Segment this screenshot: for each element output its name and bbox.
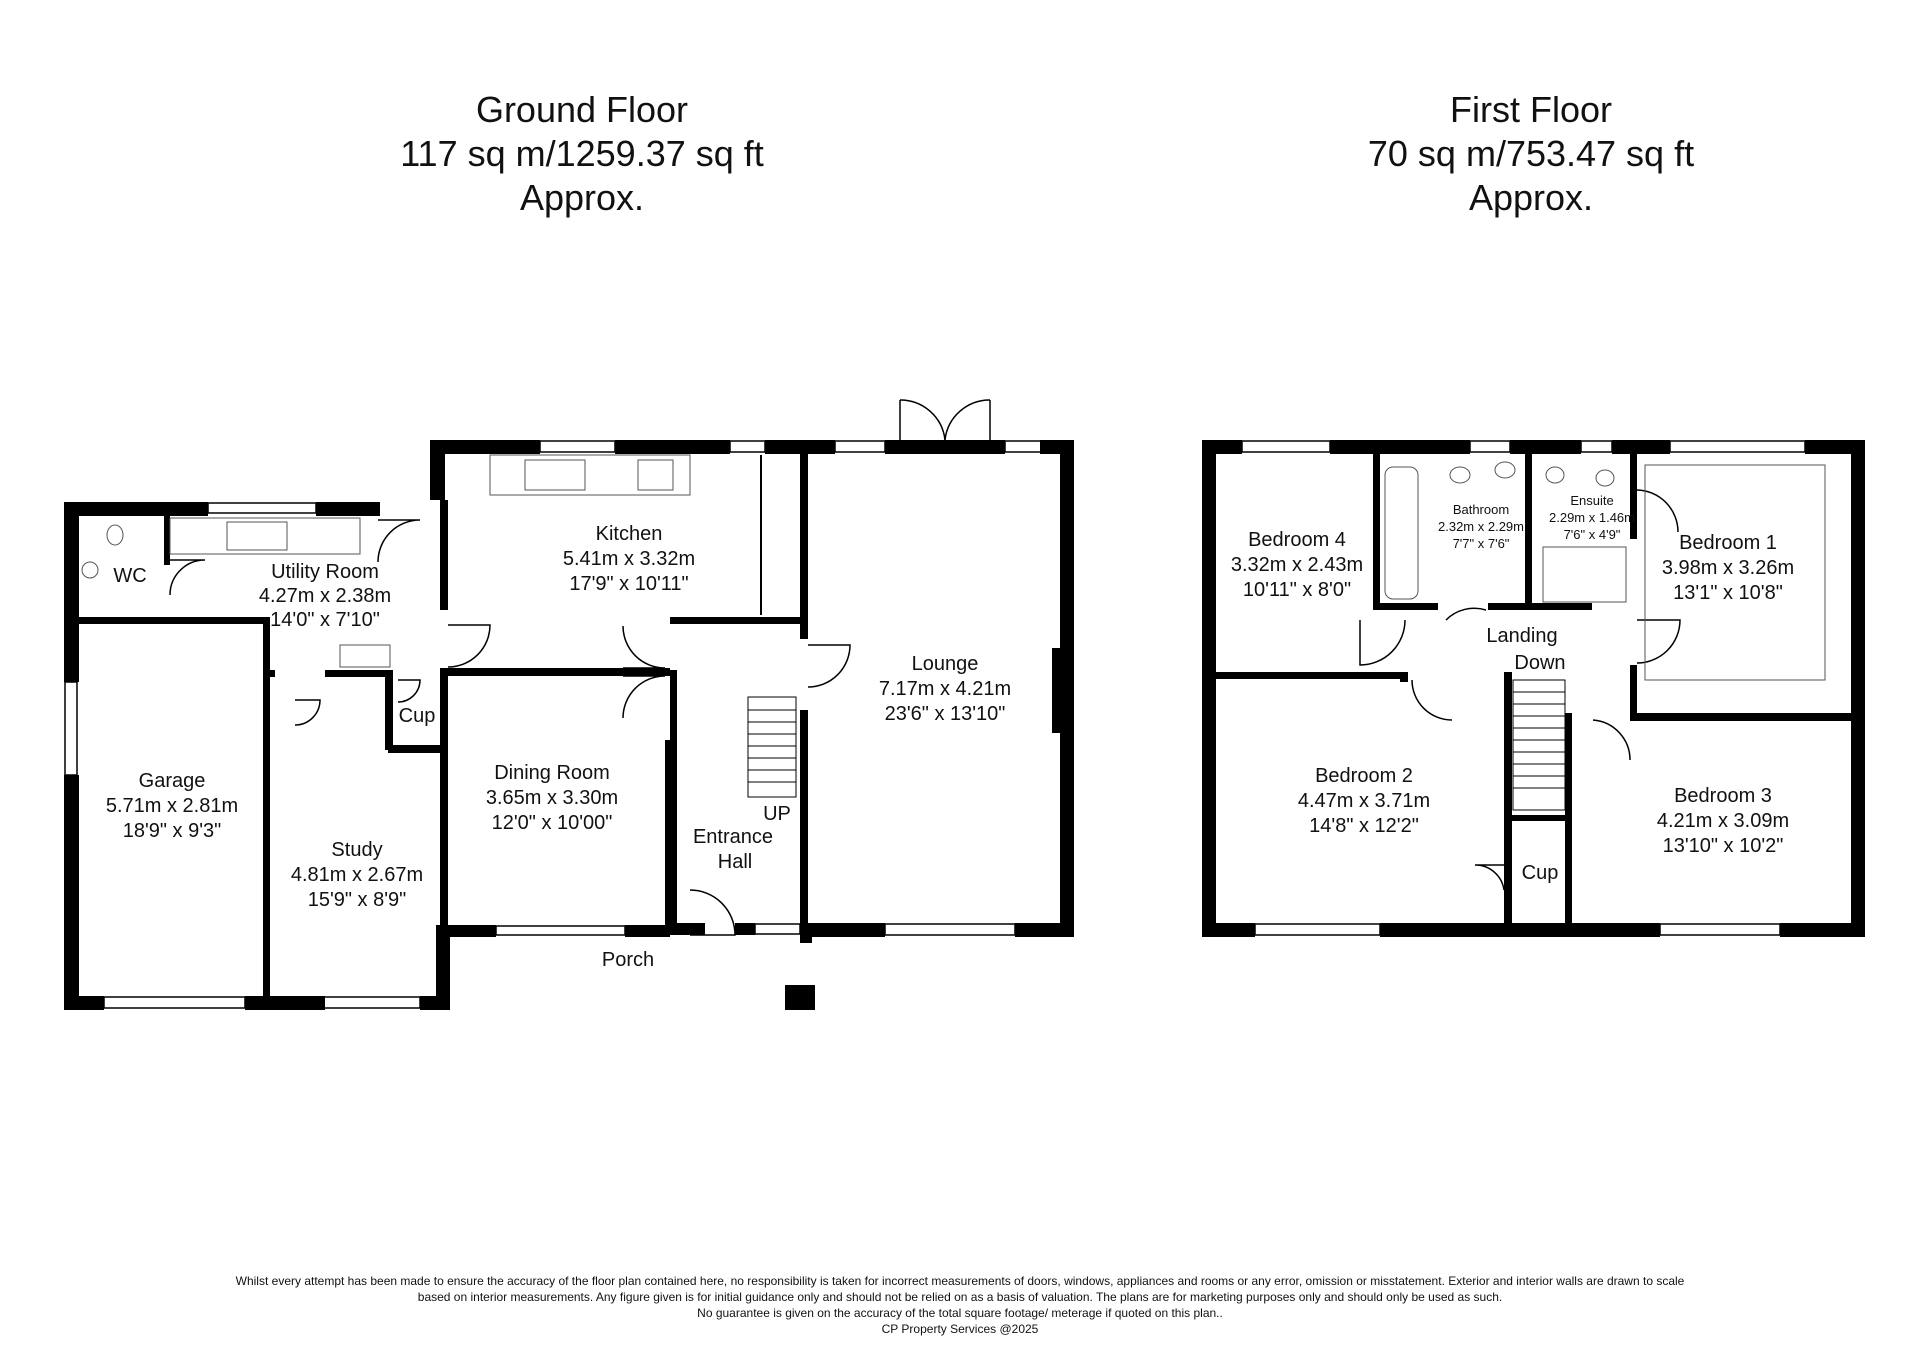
first-floor-stairs <box>1512 679 1566 811</box>
utility-room-imperial: 14'0" x 7'10" <box>270 609 380 631</box>
disclaimer-line-1: Whilst every attempt has been made to en… <box>235 1274 1685 1288</box>
cup-first-label: Cup <box>1522 862 1559 884</box>
utility-room-label: Utility Room <box>271 561 379 583</box>
copyright-line: CP Property Services @2025 <box>881 1322 1039 1336</box>
bathroom-label: Bathroom <box>1453 502 1509 517</box>
ground-floor-title: Ground Floor <box>475 89 689 130</box>
ground-floor-heading: Ground Floor 117 sq m/1259.37 sq ft Appr… <box>282 88 882 220</box>
bedroom2-metric: 4.47m x 3.71m <box>1298 790 1430 812</box>
ground-floor-interior-walls <box>75 454 808 1007</box>
lounge-label: Lounge <box>912 653 979 675</box>
first-floor-interior-walls <box>1214 454 1637 937</box>
stairs-down-label: Down <box>1514 652 1565 674</box>
utility-room-metric: 4.27m x 2.38m <box>259 585 391 607</box>
bathroom-metric: 2.32m x 2.29m <box>1438 519 1524 534</box>
dining-room-imperial: 12'0" x 10'00" <box>492 812 613 834</box>
lounge-imperial: 23'6" x 13'10" <box>885 703 1006 725</box>
bedroom4-imperial: 10'11" x 8'0" <box>1243 579 1351 601</box>
study-imperial: 15'9" x 8'9" <box>308 889 407 911</box>
kitchen-label: Kitchen <box>596 523 663 545</box>
bedroom2-imperial: 14'8" x 12'2" <box>1309 815 1419 837</box>
entrance-hall-label-2: Hall <box>718 851 752 873</box>
utility-sink-icon <box>226 521 288 551</box>
garage-metric: 5.71m x 2.81m <box>106 795 238 817</box>
bathroom-imperial: 7'7" x 7'6" <box>1453 536 1510 551</box>
shower-tray-icon <box>1542 546 1627 603</box>
ground-floor-fixtures <box>81 454 691 668</box>
wc-toilet-icon <box>106 524 124 546</box>
ensuite-metric: 2.29m x 1.46m <box>1549 510 1635 525</box>
first-floor-exterior-walls <box>1202 440 1865 937</box>
bedroom3-imperial: 13'10" x 10'2" <box>1663 835 1784 857</box>
ground-floor-plan <box>64 399 1074 1010</box>
bedroom1-metric: 3.98m x 3.26m <box>1662 557 1794 579</box>
garage-label: Garage <box>139 770 206 792</box>
cup-ground-label: Cup <box>399 705 436 727</box>
ground-floor-approx: Approx. <box>519 177 645 218</box>
study-label: Study <box>331 839 382 861</box>
bedroom1-label: Bedroom 1 <box>1679 532 1777 554</box>
first-floor-windows <box>1241 440 1806 936</box>
stairs-up-label: UP <box>763 803 791 825</box>
garage-imperial: 18'9" x 9'3" <box>123 820 222 842</box>
ground-floor-doors <box>169 399 991 936</box>
bedroom3-metric: 4.21m x 3.09m <box>1657 810 1789 832</box>
utility-unit-icon <box>339 644 391 668</box>
first-floor-area: 70 sq m/753.47 sq ft <box>1367 133 1695 174</box>
bedroom2-label: Bedroom 2 <box>1315 765 1413 787</box>
first-floor-title: First Floor <box>1450 89 1612 130</box>
disclaimer-line-3: No guarantee is given on the accuracy of… <box>697 1306 1223 1320</box>
bath-icon <box>1384 466 1419 600</box>
bedroom1-imperial: 13'1" x 10'8" <box>1673 582 1783 604</box>
ground-floor-area: 117 sq m/1259.37 sq ft <box>400 133 764 174</box>
bedroom4-metric: 3.32m x 2.43m <box>1231 554 1363 576</box>
first-floor-fixtures <box>1384 461 1826 681</box>
bedroom4-label: Bedroom 4 <box>1248 529 1346 551</box>
kitchen-imperial: 17'9" x 10'11" <box>569 573 688 595</box>
disclaimer: Whilst every attempt has been made to en… <box>100 1273 1820 1337</box>
wc-basin-icon <box>81 561 99 579</box>
ensuite-label: Ensuite <box>1570 493 1613 508</box>
study-metric: 4.81m x 2.67m <box>291 864 423 886</box>
disclaimer-line-2: based on interior measurements. Any figu… <box>417 1290 1503 1304</box>
first-floor-approx: Approx. <box>1468 177 1594 218</box>
ground-floor-exterior-walls <box>64 440 1074 1010</box>
first-floor-plan <box>1202 440 1865 937</box>
ground-floor-stairs <box>747 696 797 798</box>
entrance-hall-label: Entrance <box>693 826 773 848</box>
hob-icon <box>637 459 674 491</box>
ensuite-toilet-icon <box>1545 466 1565 484</box>
bathroom-basin-icon <box>1449 466 1471 484</box>
ensuite-basin-icon <box>1595 469 1615 487</box>
dining-room-label: Dining Room <box>494 762 610 784</box>
bathroom-toilet-icon <box>1494 461 1516 479</box>
landing-label: Landing <box>1486 625 1557 647</box>
wc-label: WC <box>113 565 146 587</box>
ensuite-imperial: 7'6" x 4'9" <box>1564 527 1621 542</box>
kitchen-worktop <box>489 454 691 496</box>
kitchen-metric: 5.41m x 3.32m <box>563 548 695 570</box>
ground-floor-labels: WC Utility Room 4.27m x 2.38m 14'0" x 7'… <box>106 523 1011 971</box>
first-floor-heading: First Floor 70 sq m/753.47 sq ft Approx. <box>1231 88 1831 220</box>
bedroom3-label: Bedroom 3 <box>1674 785 1772 807</box>
lounge-metric: 7.17m x 4.21m <box>879 678 1011 700</box>
bed1-wardrobe-outline <box>1644 464 1826 681</box>
first-floor-labels: Bedroom 4 3.32m x 2.43m 10'11" x 8'0" Ba… <box>1231 493 1794 884</box>
first-floor-doors <box>1359 489 1681 891</box>
kitchen-sink-icon <box>524 459 586 491</box>
porch-label: Porch <box>602 949 654 971</box>
utility-worktop <box>169 517 361 555</box>
dining-room-metric: 3.65m x 3.30m <box>486 787 618 809</box>
